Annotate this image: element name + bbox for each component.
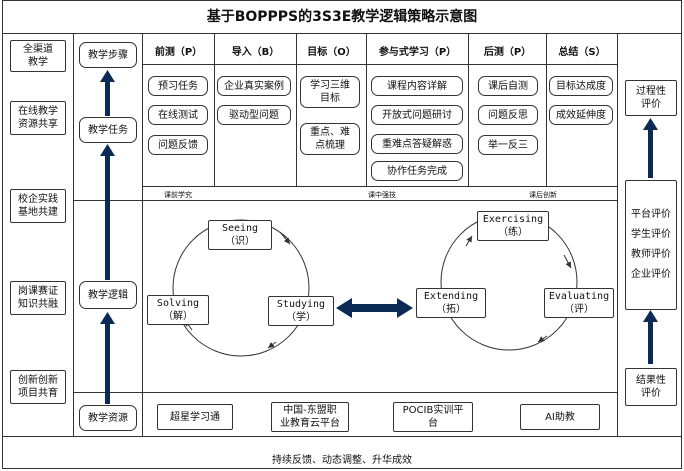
left-item-omnichannel: 全渠道 教学 xyxy=(10,40,66,72)
divider-resources xyxy=(73,392,617,393)
task-transfer: 举一反三 xyxy=(478,135,538,155)
divider-col-3 xyxy=(366,33,367,186)
task-driving-question: 驱动型问题 xyxy=(217,105,291,125)
task-effect-extension: 成效延伸度 xyxy=(549,105,613,125)
divider-bottom xyxy=(2,436,682,437)
divider-stage xyxy=(73,200,617,201)
flow-teaching-steps: 教学步骤 xyxy=(79,42,137,68)
phase-pre-class: 课前学究 xyxy=(164,191,192,199)
phase-in-class: 课中强技 xyxy=(368,191,396,199)
diagram-title: 基于BOPPPS的3S3E教学逻辑策略示意图 xyxy=(206,9,478,25)
task-open-discussion: 开放式问题研讨 xyxy=(371,105,463,125)
node-extending: Extending （拓） xyxy=(416,288,486,318)
node-solving: Solving （解） xyxy=(147,295,209,325)
cycle-right-arrow-2 xyxy=(537,335,548,343)
header-summary: 总结（S） xyxy=(558,47,606,58)
flow-arrow-3-shaft xyxy=(105,322,110,404)
flow-teaching-resources: 教学资源 xyxy=(79,405,137,431)
footer-note: 持续反馈、动态调整、升华成效 xyxy=(272,455,412,466)
node-exercising: Exercising （练） xyxy=(477,211,549,241)
header-pretest: 前测（P） xyxy=(154,47,203,58)
header-bridge-in: 导入（B） xyxy=(231,47,280,58)
cycle-right-arrow-3 xyxy=(465,235,473,247)
eval-arrow-up-shaft xyxy=(648,128,653,178)
flow-arrow-3-head xyxy=(100,312,115,324)
flow-arrow-2-head xyxy=(100,144,115,156)
divider-col-5 xyxy=(546,33,547,186)
task-enterprise-case: 企业真实案例 xyxy=(217,76,291,96)
eval-multi-party: 平台评价 学生评价 教师评价 企业评价 xyxy=(625,180,677,310)
eval-arrow-up-head xyxy=(643,118,658,130)
divider-header xyxy=(142,64,617,65)
divider-col-4 xyxy=(468,33,469,186)
task-content-detail: 课程内容详解 xyxy=(371,76,463,96)
left-item-innovation: 创新创新 项目共育 xyxy=(10,370,66,404)
task-goal-achievement: 目标达成度 xyxy=(549,76,613,96)
divider-right xyxy=(617,33,618,436)
cycle-left-arrow-1 xyxy=(279,231,291,245)
task-feedback: 问题反馈 xyxy=(148,135,208,155)
header-objective: 目标（O） xyxy=(307,47,356,58)
flow-teaching-tasks: 教学任务 xyxy=(79,117,137,143)
task-reflection: 问题反思 xyxy=(478,105,538,125)
phase-post-class: 课后创新 xyxy=(529,191,557,199)
left-item-course-competition: 岗课赛证 知识共融 xyxy=(10,281,66,315)
task-collaboration: 协作任务完成 xyxy=(371,161,463,181)
node-seeing: Seeing （识） xyxy=(208,220,272,250)
flow-teaching-logic: 教学逻辑 xyxy=(79,281,137,309)
eval-outcome: 结果性 评价 xyxy=(625,368,677,406)
resource-chaoxing: 超星学习通 xyxy=(157,404,233,430)
left-item-online-resources: 在线教学 资源共享 xyxy=(10,101,66,135)
eval-arrow-mid-shaft xyxy=(648,320,653,364)
divider-phase xyxy=(142,186,617,187)
eval-process: 过程性 评价 xyxy=(625,80,677,116)
divider-flow xyxy=(142,33,143,436)
task-three-dim-goals: 学习三维 目标 xyxy=(300,76,360,108)
divider-top xyxy=(2,33,682,34)
resource-asean-cloud: 中国-东盟职 业教育云平台 xyxy=(271,402,349,432)
task-qa: 重难点答疑解惑 xyxy=(371,134,463,154)
flow-arrow-1-head xyxy=(100,70,115,82)
task-key-points: 重点、难 点梳理 xyxy=(300,123,360,155)
node-studying: Studying （学） xyxy=(268,296,334,326)
divider-left xyxy=(73,33,74,436)
cycle-right-arrow-1 xyxy=(563,254,572,269)
task-self-test: 课后自测 xyxy=(478,76,538,96)
node-evaluating: Evaluating （评） xyxy=(544,288,614,318)
cycle-link-double-arrow xyxy=(336,298,413,318)
divider-col-2 xyxy=(296,33,297,186)
resource-pocib: POCIB实训平 台 xyxy=(393,402,473,432)
divider-col-1 xyxy=(214,33,215,186)
task-online-test: 在线测试 xyxy=(148,105,208,125)
task-preview: 预习任务 xyxy=(148,76,208,96)
flow-arrow-2-shaft xyxy=(105,154,110,280)
eval-arrow-mid-head xyxy=(643,310,658,322)
flow-arrow-1-shaft xyxy=(105,80,110,116)
cycle-left-arrow-3 xyxy=(267,341,277,349)
resource-ai-assistant: AI助教 xyxy=(520,404,600,430)
left-item-practice-base: 校企实践 基地共建 xyxy=(10,189,66,223)
header-participatory: 参与式学习（P） xyxy=(378,47,457,58)
header-posttest: 后测（P） xyxy=(483,47,532,58)
